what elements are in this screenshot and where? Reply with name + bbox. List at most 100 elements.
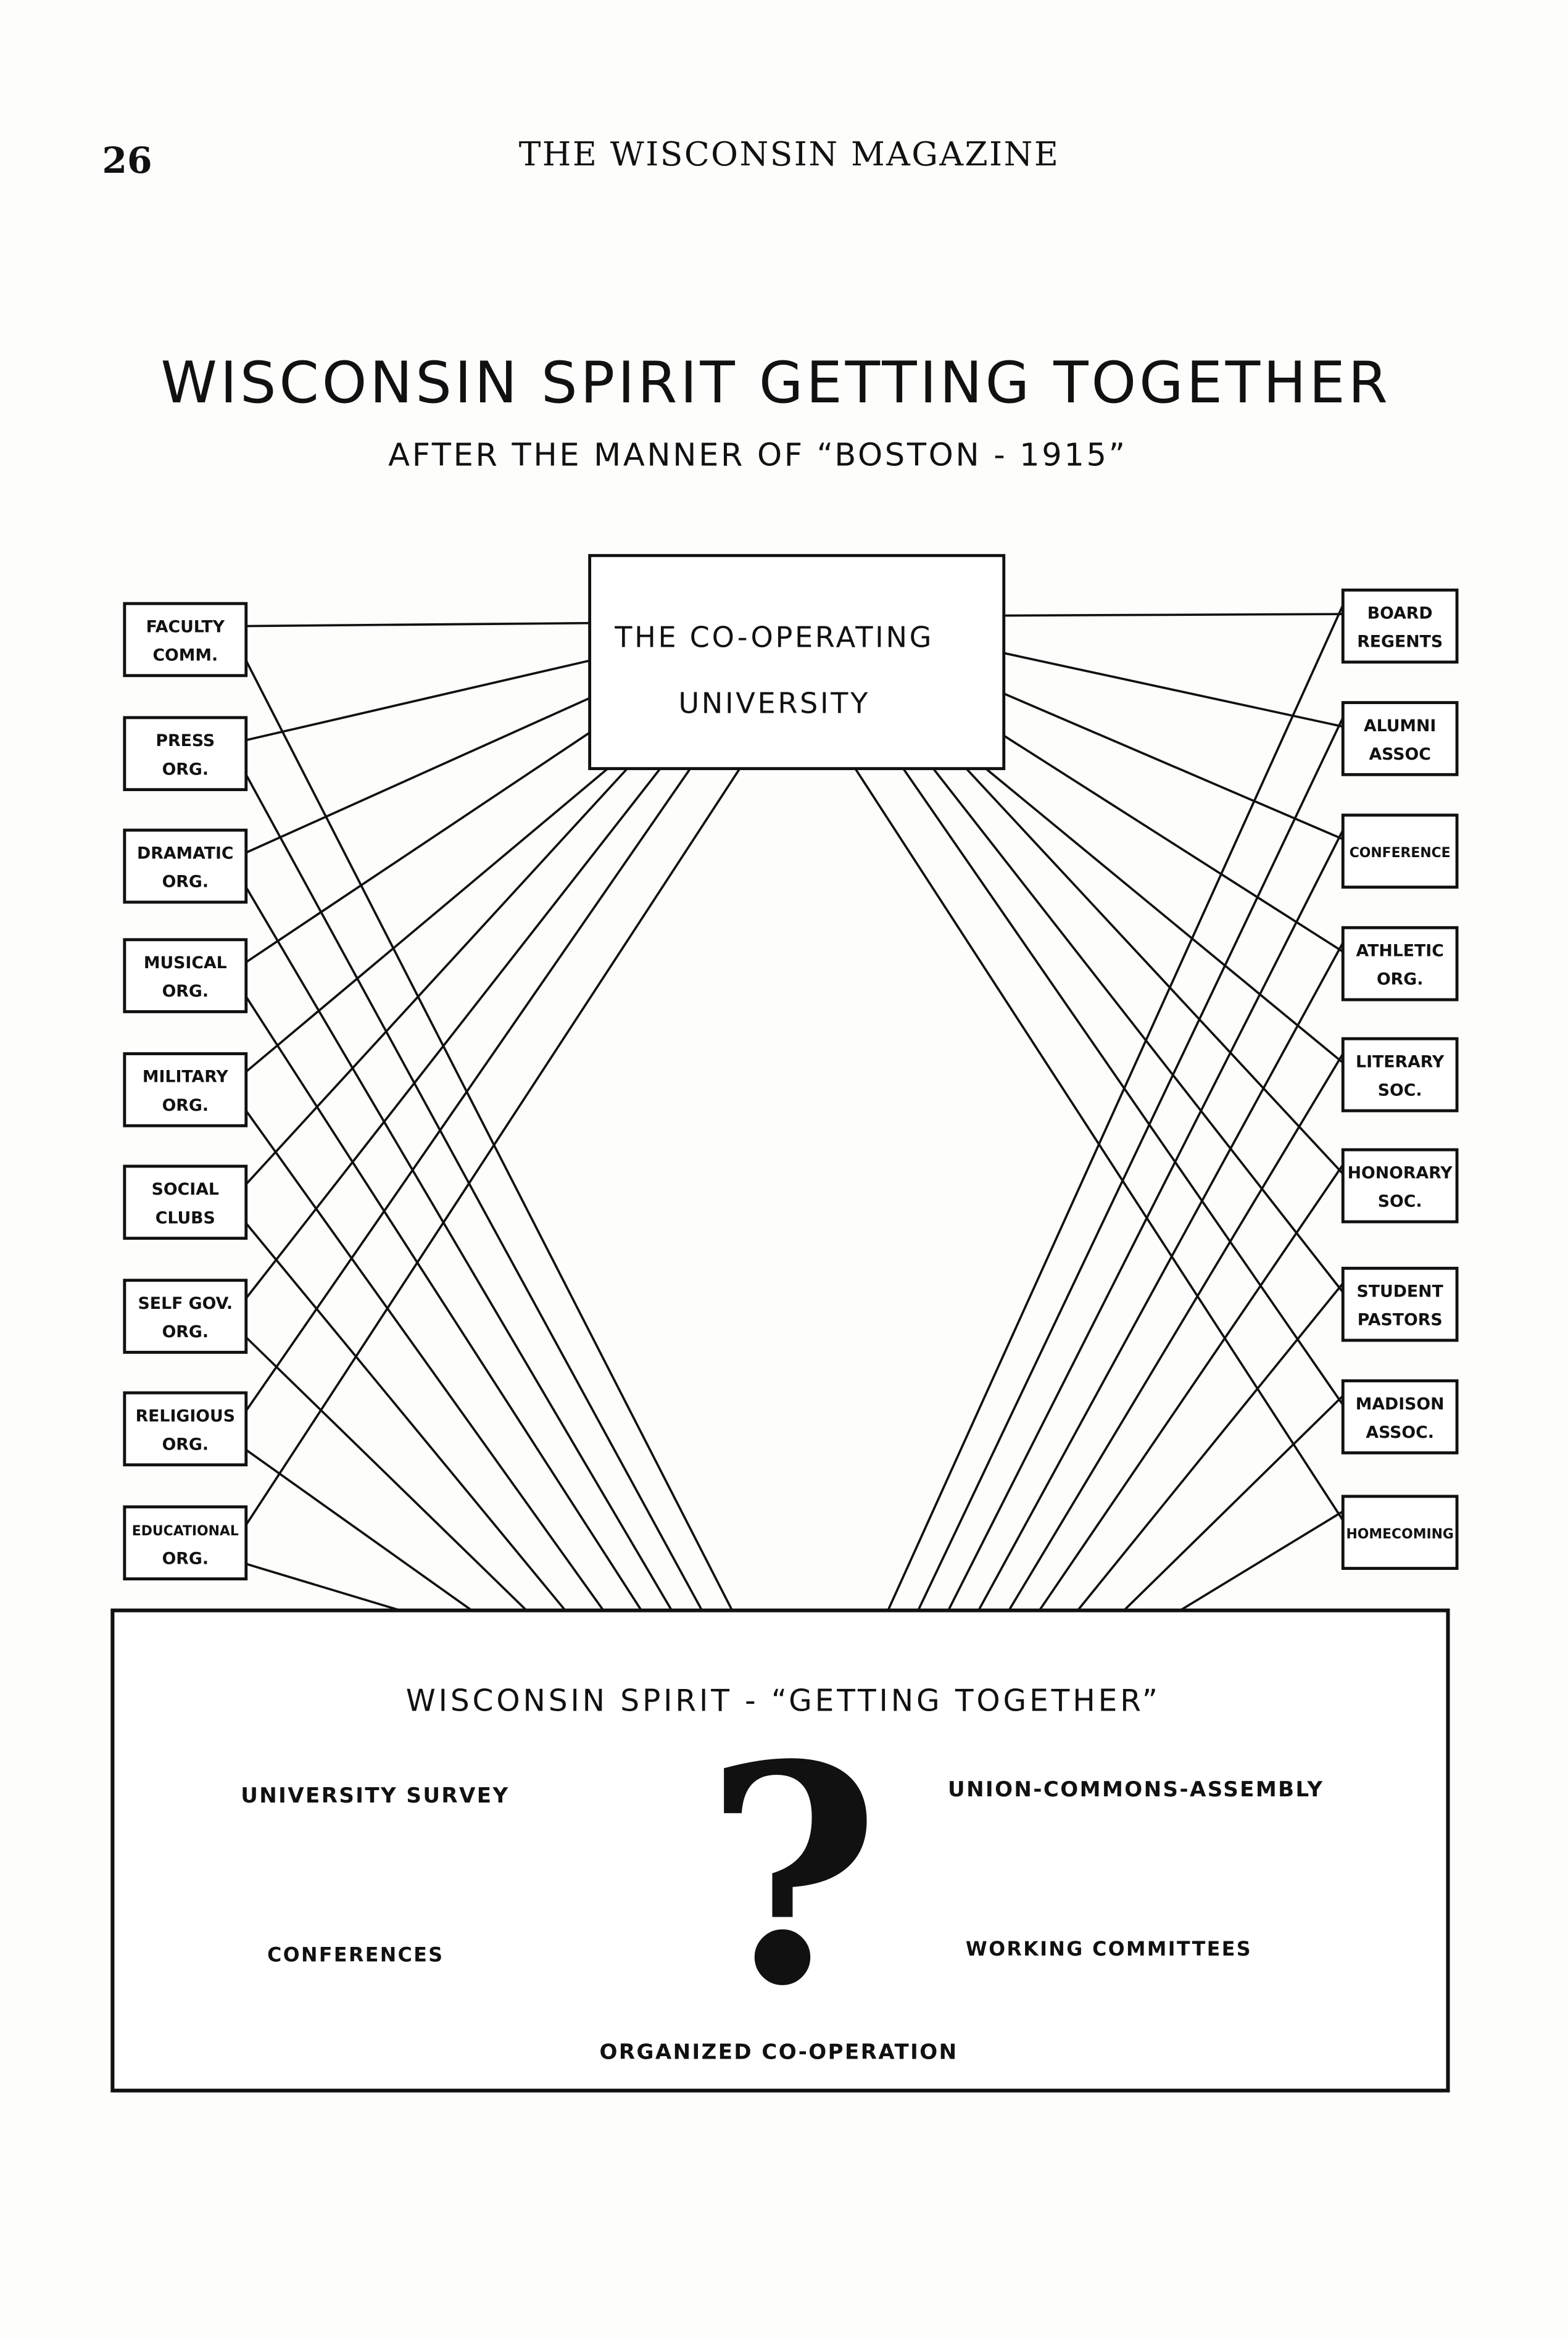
org-box-line1: ALUMNI — [1364, 716, 1436, 736]
right-org-box: CONFERENCE — [1341, 813, 1459, 889]
item-conferences: CONFERENCES — [267, 1944, 444, 1967]
running-title: THE WISCONSIN MAGAZINE — [519, 135, 1060, 173]
org-box-frame — [1341, 701, 1459, 776]
right-to-university-line — [1003, 652, 1343, 728]
page-number: 26 — [102, 139, 152, 181]
org-box-line2: ORG. — [162, 1322, 209, 1342]
org-box-line1: PRESS — [156, 731, 215, 750]
org-box-line2: ORG. — [162, 1549, 209, 1568]
right-org-box: STUDENT PASTORS — [1341, 1266, 1459, 1342]
right-to-bottom-line — [1072, 1282, 1344, 1617]
org-box-frame — [123, 602, 248, 678]
left-org-box: FACULTY COMM. — [123, 602, 248, 678]
org-box-frame — [123, 1052, 248, 1127]
org-box-line1: SELF GOV. — [138, 1294, 233, 1313]
left-to-bottom-line — [245, 886, 676, 1617]
left-to-university-line — [245, 768, 662, 1300]
org-box-frame — [1341, 1037, 1459, 1113]
left-to-bottom-line — [245, 774, 707, 1617]
org-box-line2: CLUBS — [156, 1208, 215, 1227]
right-to-university-line — [902, 768, 1344, 1406]
org-box-line2: ORG. — [162, 1435, 209, 1454]
left-org-box: EDUCATIONAL ORG. — [123, 1505, 248, 1581]
left-to-university-line — [245, 768, 628, 1185]
center-box-line2: UNIVERSITY — [678, 687, 870, 720]
left-to-university-line — [246, 697, 591, 854]
right-to-university-line — [965, 768, 1344, 1175]
diagram-subtitle: AFTER THE MANNER OF “BOSTON - 1915” — [388, 437, 1127, 473]
org-box-line1: MILITARY — [143, 1068, 229, 1087]
left-to-bottom-line — [245, 1110, 609, 1617]
left-to-university-line — [246, 621, 590, 628]
item-working-committees: WORKING COMMITTEES — [966, 1938, 1252, 1960]
org-box-line1: STUDENT — [1357, 1282, 1444, 1301]
left-org-box: SOCIAL CLUBS — [123, 1164, 248, 1240]
org-box-frame — [1341, 588, 1459, 664]
right-to-university-line — [1003, 692, 1343, 840]
org-box-line2: SOC. — [1378, 1081, 1422, 1100]
org-box-line2: ASSOC — [1369, 745, 1430, 764]
right-to-bottom-line — [974, 942, 1344, 1617]
right-to-bottom-line — [1169, 1510, 1344, 1617]
diagram-title: WISCONSIN SPIRIT GETTING TOGETHER — [161, 349, 1391, 416]
right-to-bottom-line — [944, 829, 1344, 1617]
right-to-bottom-line — [884, 604, 1344, 1617]
org-box-line1: MADISON — [1356, 1395, 1445, 1414]
left-to-bottom-line — [245, 660, 737, 1617]
left-to-university-line — [245, 731, 591, 963]
bottom-box-heading: WISCONSIN SPIRIT - “GETTING TOGETHER” — [406, 1684, 1161, 1719]
left-to-university-line — [245, 768, 692, 1412]
right-org-box: BOARD REGENTS — [1341, 588, 1459, 664]
org-box-line1: CONFERENCE — [1350, 845, 1451, 861]
left-to-bottom-line — [245, 1449, 481, 1617]
org-box-line1: LITERARY — [1356, 1052, 1445, 1071]
left-to-bottom-line — [245, 1222, 571, 1617]
org-box-line2: ORG. — [162, 873, 209, 892]
org-box-frame — [1341, 1148, 1459, 1224]
question-mark-icon: ? — [704, 1699, 881, 2052]
left-org-box: SELF GOV. ORG. — [123, 1279, 248, 1354]
left-org-box: RELIGIOUS ORG. — [123, 1391, 248, 1467]
org-box-line1: BOARD — [1367, 604, 1433, 623]
org-box-frame — [123, 938, 248, 1013]
org-box-line2: PASTORS — [1358, 1311, 1443, 1330]
org-box-line2: ORG. — [162, 1096, 209, 1115]
org-box-frame — [123, 1505, 248, 1581]
right-to-university-line — [854, 768, 1344, 1521]
right-to-bottom-line — [1117, 1395, 1344, 1617]
right-to-university-line — [985, 768, 1344, 1064]
left-to-university-line — [245, 768, 608, 1073]
org-box-frame — [1341, 813, 1459, 889]
connector-lines — [245, 604, 1344, 1618]
item-union-commons-assembly: UNION-COMMONS-ASSEMBLY — [948, 1777, 1324, 1802]
left-to-bottom-line — [246, 1562, 421, 1618]
org-box-frame — [1341, 1379, 1459, 1454]
left-org-box: MILITARY ORG. — [123, 1052, 248, 1127]
org-box-line1: FACULTY — [146, 617, 225, 636]
getting-together-box — [110, 1608, 1450, 2093]
left-to-bottom-line — [245, 996, 647, 1617]
org-box-line2: REGENTS — [1357, 633, 1443, 652]
org-box-line1: RELIGIOUS — [136, 1406, 235, 1425]
org-box-line1: SOCIAL — [152, 1180, 219, 1199]
right-to-bottom-line — [914, 717, 1344, 1617]
org-box-line2: ORG. — [162, 982, 209, 1001]
org-box-line2: ASSOC. — [1366, 1423, 1434, 1442]
left-to-bottom-line — [245, 1336, 534, 1617]
org-box-line1: EDUCATIONAL — [132, 1524, 239, 1539]
org-box-line2: ORG. — [1377, 970, 1423, 989]
right-to-university-line — [1003, 734, 1344, 953]
org-box-line2: COMM. — [152, 645, 218, 665]
org-box-line1: HONORARY — [1348, 1163, 1453, 1182]
center-box-line1: THE CO-OPERATING — [614, 621, 934, 654]
item-organized-cooperation: ORGANIZED CO-OPERATION — [599, 2040, 958, 2065]
org-box-frame — [123, 828, 248, 904]
left-to-university-line — [245, 768, 741, 1526]
right-to-university-line — [932, 768, 1344, 1293]
